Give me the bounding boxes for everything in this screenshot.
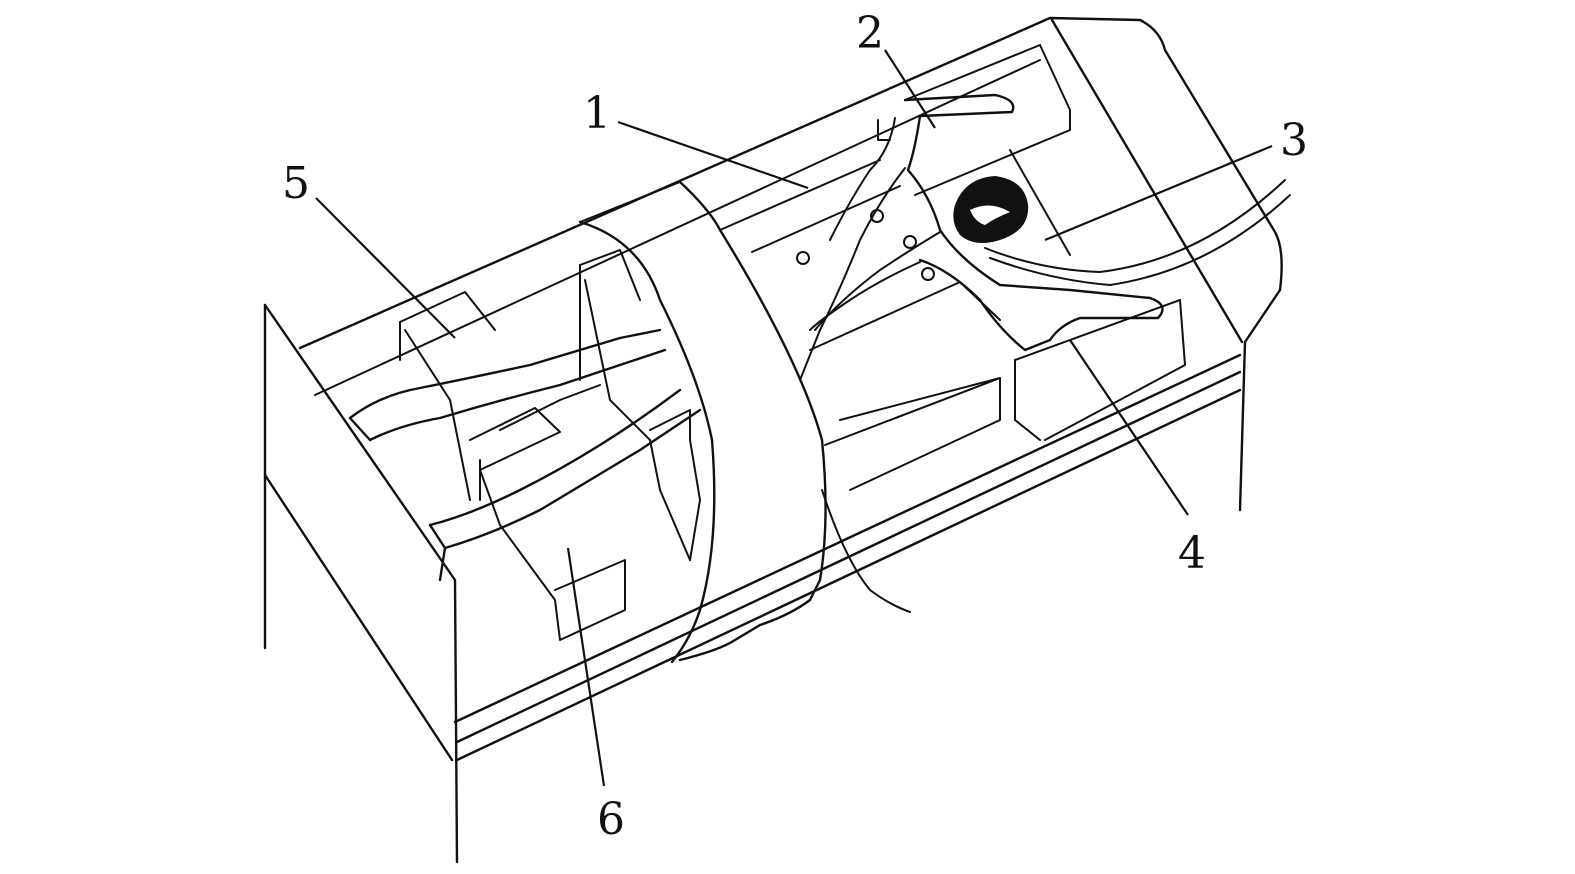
part-labels: 1 2 3 4 5 6 (282, 8, 1308, 845)
label-2: 2 (856, 8, 884, 59)
label-1: 1 (583, 88, 611, 139)
leader-4 (1069, 339, 1189, 516)
label-5: 5 (282, 158, 310, 209)
label-4: 4 (1178, 528, 1206, 579)
leader-5 (315, 197, 456, 339)
label-6: 6 (597, 794, 625, 845)
left-blocks (399, 249, 701, 641)
specimen-body (796, 93, 1164, 381)
dark-mass (953, 176, 1291, 286)
leader-3 (1044, 144, 1273, 242)
right-platform (904, 44, 1186, 441)
housing-outline (263, 16, 1283, 864)
leader-lines (315, 49, 1273, 787)
label-3: 3 (1280, 115, 1308, 166)
leader-2 (884, 49, 936, 129)
left-tubes (348, 328, 702, 582)
leader-1 (617, 120, 809, 190)
leader-6 (566, 547, 606, 787)
central-strap (578, 180, 911, 664)
